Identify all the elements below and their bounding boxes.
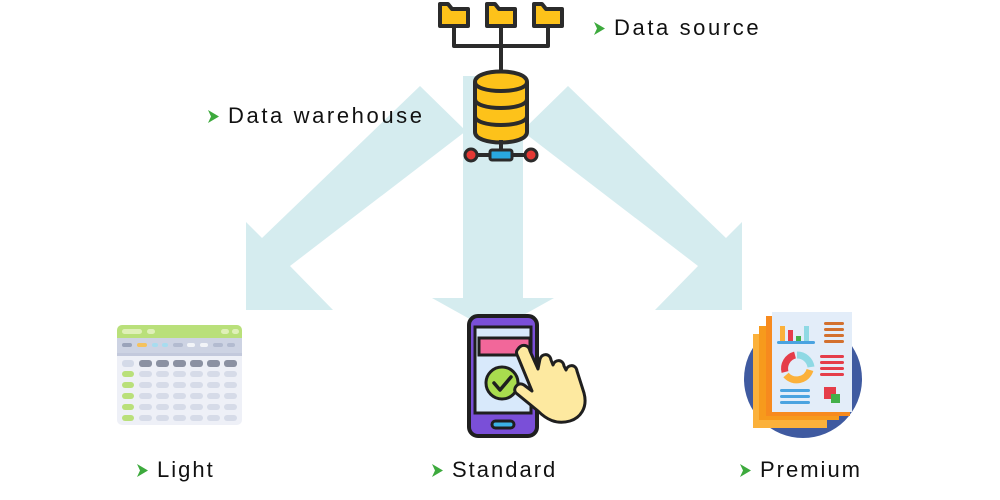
tier-premium-text: Premium — [760, 457, 863, 482]
green-chevron-icon — [208, 109, 219, 123]
database-server-icon — [463, 52, 539, 163]
green-chevron-icon — [740, 463, 751, 477]
smartphone-tap-icon — [467, 314, 587, 438]
tier-premium-label: Premium — [740, 457, 862, 483]
arrow-to-standard — [432, 76, 554, 332]
spreadsheet-table-icon — [117, 325, 242, 425]
report-document-icon — [744, 312, 862, 438]
green-chevron-icon — [137, 463, 148, 477]
folders-tree-icon — [438, 2, 564, 54]
tier-standard-text: Standard — [452, 457, 558, 482]
green-chevron-icon — [594, 21, 605, 35]
tier-standard-label: Standard — [432, 457, 557, 483]
tier-light-label: Light — [137, 457, 215, 483]
green-chevron-icon — [432, 463, 443, 477]
data-source-label: Data source — [594, 15, 761, 41]
tier-light-text: Light — [157, 457, 215, 482]
arrow-to-premium — [522, 86, 742, 310]
data-source-text: Data source — [614, 15, 762, 40]
data-warehouse-text: Data warehouse — [228, 103, 425, 128]
data-warehouse-label: Data warehouse — [208, 103, 425, 129]
arrow-to-light — [246, 86, 466, 310]
